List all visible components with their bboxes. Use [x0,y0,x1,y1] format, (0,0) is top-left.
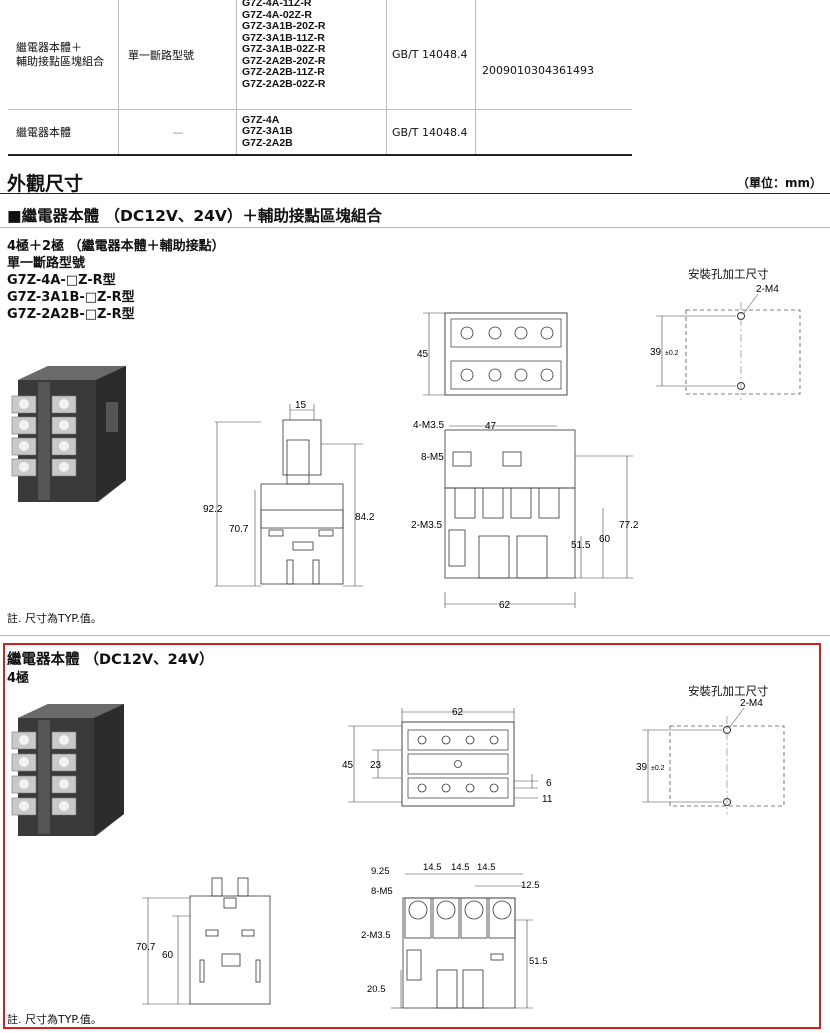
dim-front-47: 47 [485,421,497,432]
table-cell-type: 單一斷路型號 [128,48,194,62]
note-1: 註. 尺寸為TYP.值。 [7,612,102,625]
note-2: 註. 尺寸為TYP.值。 [7,1013,102,1026]
dim2-front-145b: 14.5 [451,862,470,873]
table-cell-standard: GB/T 14048.4 [392,125,468,139]
dim-side-92: 92.2 [203,504,223,515]
dim-front-8m5: 8-M5 [421,452,444,463]
top-view-1: 45 [417,312,568,396]
dim2-front-145a: 14.5 [423,862,442,873]
mount-tol-2: ±0.2 [651,765,665,772]
dim-front-51: 51.5 [571,540,591,551]
mount-dim-1: 39 [650,347,662,358]
model-number: G7Z-4A-11Z-R [242,0,312,9]
relay-body-frame [3,643,821,1029]
model-number: G7Z-4A-02Z-R [242,8,313,21]
table-cell-name: 繼電器本體＋ 輔助接點區塊組合 [16,40,104,68]
dim-side-70: 70.7 [229,524,249,535]
sub-line: 4極＋2極 （繼電器本體＋輔助接點） [7,239,225,254]
mount-title-1: 安裝孔加工尺寸 [688,267,769,281]
mount-diagram-1: 2-M4 39 ±0.2 [650,284,801,400]
top-view-2: 62 45 23 6 11 [342,707,553,807]
mount-title-2: 安裝孔加工尺寸 [688,684,769,698]
dim2-top-45: 45 [342,760,354,771]
section1-heading: ■繼電器本體 （DC12V、24V）＋輔助接點區塊組合 [7,207,382,225]
front-view-1: 4-M3.5 47 8-M5 2-M3.5 51.5 60 77.2 62 [411,420,639,611]
model-number: G7Z-3A1B-20Z-R [242,20,326,32]
side-view-2: 70.7 60 [136,877,271,1005]
section2-sub: 4極 [7,671,30,686]
front-view-2: 9.25 14.5 14.5 14.5 12.5 8-M5 2-M3.5 20.… [361,862,548,1009]
dim-front-4m35: 4-M3.5 [413,420,445,431]
sub-line: 單一斷路型號 [7,256,86,271]
model-number: G7Z-4A [242,113,280,126]
dim2-front-925: 9.25 [371,866,390,877]
dim2-top-6: 6 [546,778,552,789]
dim2-front-205: 20.5 [367,984,386,995]
model-number: G7Z-2A2B [242,136,293,149]
mount-hole-1: 2-M4 [756,284,779,295]
section2-heading: 繼電器本體 （DC12V、24V） [7,652,214,668]
dim2-top-62: 62 [452,707,464,718]
dim-front-77: 77.2 [619,520,639,531]
page-title: 外觀尺寸 [7,173,84,195]
relay-photo-2 [11,704,124,836]
table-cell-type: — [172,125,184,139]
dim2-front-145c: 14.5 [477,862,496,873]
model-number: G7Z-3A1B-02Z-R [242,43,326,55]
mount-hole-2: 2-M4 [740,698,763,709]
model-number: G7Z-2A2B-11Z-R [242,66,325,78]
dim2-front-125: 12.5 [521,880,540,891]
model-number: G7Z-3A1B [242,125,293,138]
table-cell-cert: 2009010304361493 [482,64,594,77]
dim-front-62: 62 [499,600,511,611]
model-number: G7Z-3A1B-11Z-R [242,31,325,44]
model-number: G7Z-2A2B-02Z-R [242,77,326,90]
dim-top-45: 45 [417,349,429,360]
dim2-top-11: 11 [542,794,553,805]
model-number: G7Z-2A2B-20Z-R [242,54,326,67]
dim2-front-2m35: 2-M3.5 [361,930,391,941]
dim2-front-515: 51.5 [529,956,548,967]
dim2-side-60: 60 [162,950,174,961]
mount-dim-2: 39 [636,762,648,773]
dim-side-15: 15 [295,400,307,411]
sub-line: G7Z-2A2B-□Z-R型 [7,307,135,322]
side-view-1: 92.2 70.7 84.2 15 [203,400,375,587]
dim-side-84: 84.2 [355,512,375,523]
sub-line: G7Z-4A-□Z-R型 [7,273,116,288]
mount-diagram-2: 2-M4 39 ±0.2 [636,698,785,814]
table-cell-name: 繼電器本體 [16,126,71,139]
dim2-side-70: 70.7 [136,942,156,953]
mount-tol-1: ±0.2 [665,350,679,357]
relay-photo-1 [11,366,126,502]
unit-label: （單位：mm） [736,176,822,190]
dim2-front-8m5: 8-M5 [371,886,393,897]
section1-sub: 4極＋2極 （繼電器本體＋輔助接點） 單一斷路型號 G7Z-4A-□Z-R型 G… [7,238,225,323]
table-cell-standard: GB/T 14048.4 [392,48,468,61]
dim-front-2m35: 2-M3.5 [411,520,443,531]
dim-front-60: 60 [599,534,611,545]
dim2-top-23: 23 [370,760,382,771]
sub-line: G7Z-3A1B-□Z-R型 [7,290,135,305]
